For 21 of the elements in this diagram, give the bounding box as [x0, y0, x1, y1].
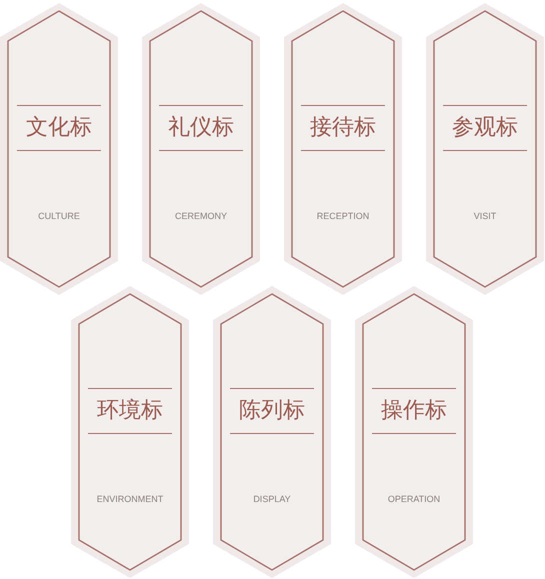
hexagon-card: [142, 3, 260, 295]
sign-subtitle: OPERATION: [386, 494, 442, 504]
sign-title: 操作标: [372, 388, 456, 434]
hexagon-card: [426, 3, 544, 295]
sign-title: 礼仪标: [159, 105, 243, 151]
sign-title: 接待标: [301, 105, 385, 151]
sign-subtitle: ENVIRONMENT: [96, 494, 164, 504]
sign-title: 参观标: [443, 105, 527, 151]
sign-subtitle: CEREMONY: [174, 211, 228, 221]
sign-title: 陈列标: [230, 388, 314, 434]
sign-title: 文化标: [17, 105, 101, 151]
sign-subtitle: DISPLAY: [252, 494, 292, 504]
hexagon-card: [0, 3, 118, 295]
sign-subtitle: VISIT: [472, 211, 498, 221]
hexagon-card: [284, 3, 402, 295]
sign-subtitle: CULTURE: [37, 211, 81, 221]
sign-subtitle: RECEPTION: [316, 211, 370, 221]
hexagon-card: [71, 286, 189, 578]
hexagon-card: [355, 286, 473, 578]
hexagon-card: [213, 286, 331, 578]
sign-title: 环境标: [88, 388, 172, 434]
